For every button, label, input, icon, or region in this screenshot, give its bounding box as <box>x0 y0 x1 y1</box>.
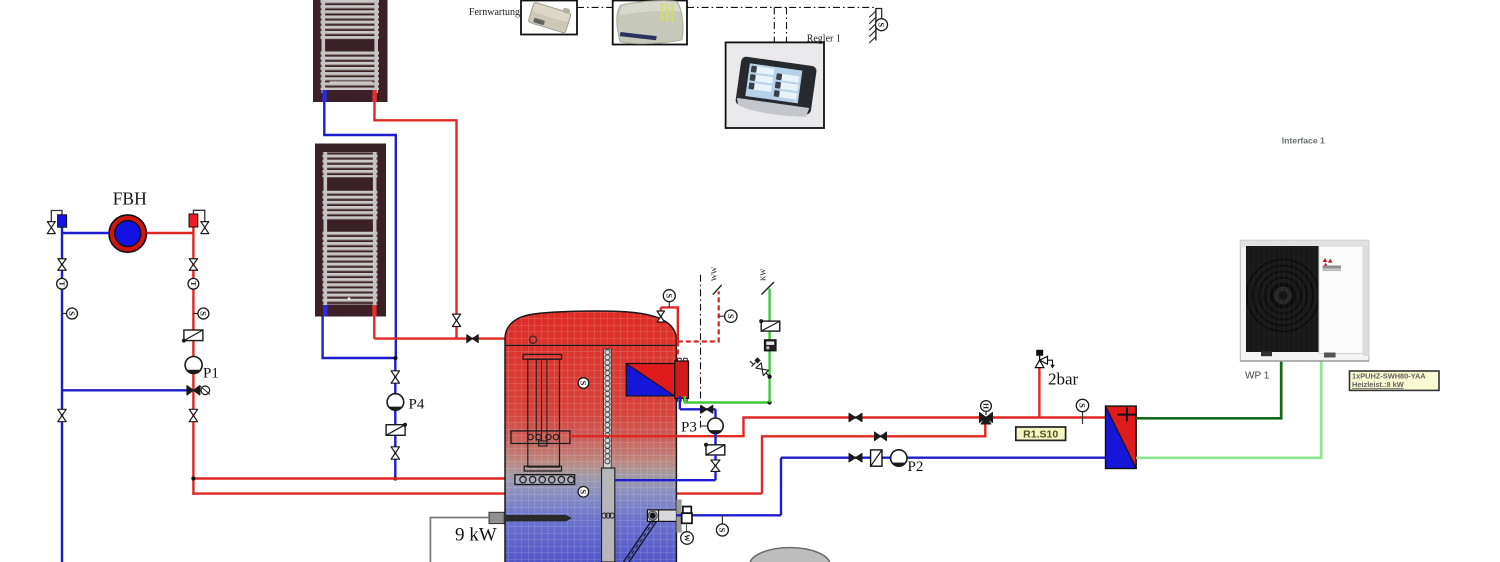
svg-text:H: H <box>982 403 991 409</box>
svg-text:S: S <box>1078 403 1088 408</box>
svg-text:9 kW: 9 kW <box>455 525 497 546</box>
svg-text:WW: WW <box>710 266 719 281</box>
svg-text:S: S <box>67 311 77 316</box>
svg-text:R1.S10: R1.S10 <box>1023 429 1058 441</box>
svg-text:P3: P3 <box>681 420 697 436</box>
svg-text:T: T <box>58 281 67 286</box>
svg-text:S: S <box>579 381 589 386</box>
svg-text:S: S <box>717 528 727 533</box>
svg-text:T: T <box>189 281 198 286</box>
svg-text:KW: KW <box>759 268 768 281</box>
svg-text:Fernwartung: Fernwartung <box>469 7 520 18</box>
svg-text:FBH: FBH <box>113 189 147 209</box>
svg-text:Regler 1: Regler 1 <box>807 34 841 45</box>
svg-text:2bar: 2bar <box>1048 370 1079 389</box>
svg-text:S: S <box>578 489 588 494</box>
svg-text:S: S <box>664 293 674 298</box>
svg-text:S: S <box>877 22 887 27</box>
svg-text:P2: P2 <box>908 459 924 475</box>
svg-text:P1: P1 <box>203 366 219 382</box>
svg-text:WP 1: WP 1 <box>1245 371 1270 382</box>
svg-text:1xPUHZ-SWH80-YAA: 1xPUHZ-SWH80-YAA <box>1352 372 1426 381</box>
svg-text:S: S <box>726 314 736 319</box>
svg-text:Interface 1: Interface 1 <box>1282 136 1325 146</box>
svg-text:S: S <box>198 311 208 316</box>
svg-text:Heizleist.:8 kW: Heizleist.:8 kW <box>1352 380 1404 389</box>
svg-text:W: W <box>683 534 692 542</box>
svg-text:P4: P4 <box>409 397 425 413</box>
